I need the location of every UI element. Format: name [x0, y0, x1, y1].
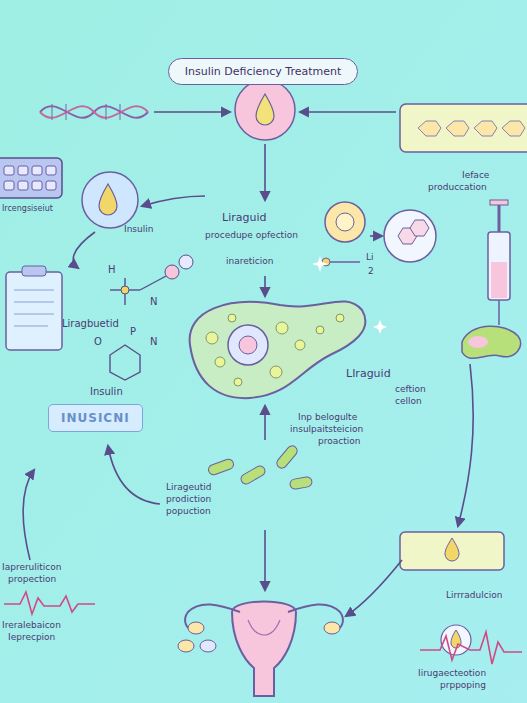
- text-label: popuction: [166, 506, 211, 516]
- text-label: Li: [366, 252, 374, 262]
- text-label: insulpaitsteicion: [290, 424, 363, 434]
- text-label: produccation: [428, 182, 487, 192]
- text-label: prodiction: [166, 494, 211, 504]
- text-label: Liragbuetid: [62, 318, 119, 330]
- title-pill: Insulin Deficiency Treatment: [168, 58, 359, 85]
- text-label: Insulin: [90, 386, 123, 398]
- text-label: proaction: [318, 436, 360, 446]
- text-label: cellon: [395, 396, 422, 406]
- text-label: Iapreruliticon: [2, 562, 62, 572]
- text-label: O: [94, 336, 102, 348]
- text-label: Ircengsiseiut: [2, 204, 53, 213]
- text-label: Iirugaecteotion: [418, 668, 486, 678]
- text-label: ceftion: [395, 384, 426, 394]
- text-label: prppoping: [440, 680, 486, 690]
- text-label: N: [150, 336, 157, 348]
- text-label: N: [150, 296, 157, 308]
- text-label: Ireralebaicon: [2, 620, 61, 630]
- text-label: propection: [8, 574, 56, 584]
- text-label: inareticion: [226, 256, 273, 266]
- text-label: Ieface: [462, 170, 489, 180]
- text-label: procedupe opfection: [205, 230, 298, 240]
- text-label: Lirrradulcion: [446, 590, 502, 600]
- text-label: Ieprecpion: [8, 632, 55, 642]
- text-label: Insulin: [124, 224, 153, 234]
- text-label: Inp belogulte: [298, 412, 357, 422]
- text-label: Liraguid: [222, 212, 266, 225]
- box-text: INUSICNI: [61, 411, 130, 425]
- text-label: Lirageutid: [166, 482, 211, 492]
- text-label: LIraguid: [346, 368, 391, 381]
- text-label: H: [108, 264, 116, 276]
- text-label: P: [130, 326, 136, 338]
- text-label: 2: [368, 266, 374, 276]
- label-box: INUSICNI: [48, 404, 143, 432]
